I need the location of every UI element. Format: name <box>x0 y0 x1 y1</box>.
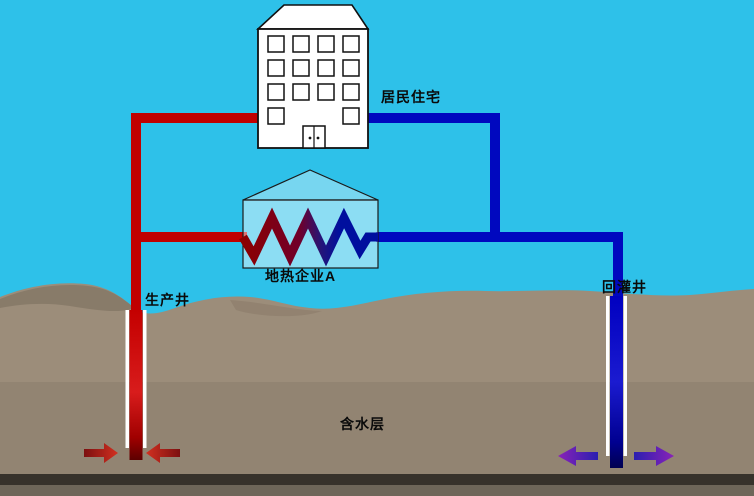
injection-well-label: 回灌井 <box>602 279 647 295</box>
building-door <box>302 125 326 149</box>
aquifer-label: 含水层 <box>340 416 385 432</box>
building-window <box>317 59 335 77</box>
building-window <box>292 59 310 77</box>
building-window <box>342 59 360 77</box>
building-window <box>342 83 360 101</box>
hot-water-piping <box>131 113 258 313</box>
cold-water-piping <box>368 113 623 300</box>
building-window <box>317 83 335 101</box>
inflow-arrow-left-icon <box>146 443 180 463</box>
cold-injection-pipe <box>376 232 623 300</box>
production-well-bore <box>129 310 143 460</box>
building-window <box>267 35 285 53</box>
bedrock-band-dark <box>0 474 754 485</box>
building-window <box>292 35 310 53</box>
well-casing-left <box>125 310 129 448</box>
cold-return-pipe <box>368 113 500 242</box>
terrain-streak <box>230 300 322 317</box>
well-casing-right <box>623 296 627 456</box>
production-well-label: 生产井 <box>145 292 190 308</box>
building-window <box>267 83 285 101</box>
terrain-hill-shadow <box>0 285 134 312</box>
injection-well <box>606 296 627 468</box>
building-window <box>292 83 310 101</box>
door-handle <box>316 136 320 140</box>
building-window <box>267 107 285 125</box>
outflow-arrow-left-icon <box>558 446 598 466</box>
building-window <box>342 107 360 125</box>
outflow-arrows <box>558 446 674 466</box>
residential-building <box>255 4 370 149</box>
well-casing-right <box>143 310 147 448</box>
residence-label: 居民住宅 <box>381 89 441 105</box>
building-windows <box>267 35 360 125</box>
enterprise-label: 地热企业A <box>265 268 337 284</box>
bedrock-band-light <box>0 485 754 496</box>
production-well <box>125 310 147 460</box>
injection-well-bore <box>610 296 623 468</box>
building-window <box>267 59 285 77</box>
well-casing-left <box>606 296 610 456</box>
building-window <box>342 35 360 53</box>
building-window <box>317 35 335 53</box>
heat-exchange-station <box>239 169 379 269</box>
heat-exchanger-coil-icon <box>239 207 378 267</box>
inflow-arrows <box>84 443 180 463</box>
door-handle <box>308 136 312 140</box>
terrain <box>0 283 754 496</box>
outflow-arrow-right-icon <box>634 446 674 466</box>
inflow-arrow-right-icon <box>84 443 118 463</box>
hot-supply-pipe <box>131 113 258 313</box>
